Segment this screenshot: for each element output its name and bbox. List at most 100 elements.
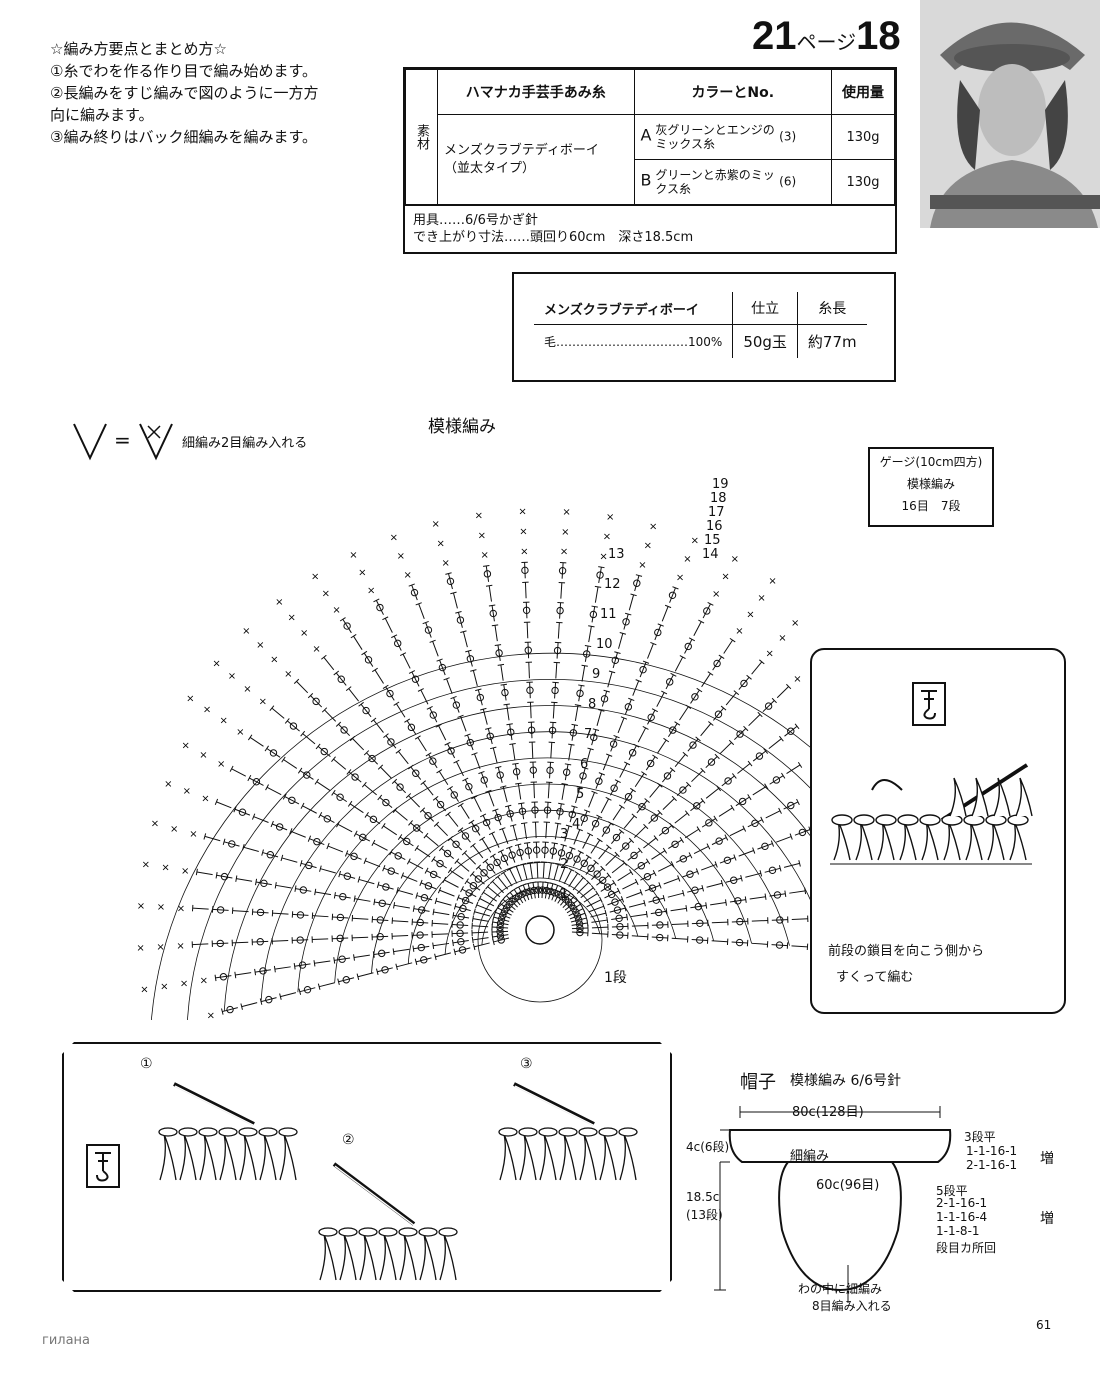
gauge-count: 16目 7段 (901, 499, 961, 513)
svg-text:×: × (765, 649, 773, 660)
svg-text:×: × (480, 550, 488, 561)
step-1-label: ① (140, 1056, 153, 1072)
row-label: 12 (604, 577, 621, 592)
increase-word-2: 増 (1040, 1211, 1054, 1227)
svg-text:×: × (275, 597, 283, 608)
row-label: 8 (588, 697, 596, 712)
hat-schematic (714, 1106, 952, 1303)
center-note-2: 8目編み入れる (812, 1299, 892, 1313)
svg-text:×: × (176, 941, 184, 952)
svg-text:×: × (746, 609, 754, 620)
svg-text:×: × (212, 658, 220, 669)
row-label: 5 (576, 787, 584, 802)
svg-text:×: × (180, 979, 188, 990)
svg-text:×: × (219, 716, 227, 727)
increase-2-a: 2-1-16-1 (936, 1196, 988, 1210)
amount: 130g (831, 114, 895, 160)
band-label: 細編み (790, 1149, 830, 1164)
front-loop-diagram-box: 前段の鎖目を向こう側から すくって編む (810, 648, 1066, 1014)
front-post-symbol-icon (912, 682, 946, 726)
svg-text:×: × (270, 655, 278, 666)
row-label: 7 (584, 727, 592, 742)
svg-text:×: × (228, 671, 236, 682)
svg-text:×: × (157, 902, 165, 913)
svg-text:×: × (712, 589, 720, 600)
row-label: 2 (560, 857, 568, 872)
svg-text:×: × (367, 586, 375, 597)
tools: 用具……6/6号かぎ針 (413, 213, 538, 228)
svg-text:×: × (186, 694, 194, 705)
yarn-length: 約77m (807, 333, 857, 351)
svg-text:×: × (520, 546, 528, 557)
instructions: ☆編み方要点とまとめ方☆ ①糸でわを作る作り目で編み始めます。 ②長編みをすじ編… (50, 38, 380, 148)
svg-text:×: × (217, 759, 225, 770)
increase-word: 増 (1040, 1151, 1054, 1167)
svg-text:×: × (390, 532, 398, 543)
row-label: 4 (572, 817, 580, 832)
increase-2-c: 1-1-8-1 (936, 1224, 980, 1238)
row-label: 19 (712, 477, 729, 492)
svg-text:×: × (189, 829, 197, 840)
row-label: 14 (702, 547, 719, 562)
increase-1-b: 2-1-16-1 (966, 1158, 1018, 1172)
caption-line-2: すくって編む (836, 970, 914, 985)
svg-text:×: × (256, 640, 264, 651)
svg-text:×: × (562, 507, 570, 518)
svg-text:×: × (478, 530, 486, 541)
hat-title: 帽子 (740, 1072, 776, 1093)
row-label: 16 (706, 519, 723, 534)
svg-text:×: × (599, 551, 607, 562)
svg-text:×: × (441, 558, 449, 569)
spec-header-yarn: メンズクラブテディボーイ (534, 292, 734, 325)
legend-equals: = (114, 428, 131, 452)
step-2-illustration (318, 1162, 458, 1281)
svg-text:×: × (793, 674, 801, 685)
hat-subtitle: 模様編み 6/6号針 (790, 1073, 901, 1089)
instructions-title: ☆編み方要点とまとめ方☆ (50, 40, 227, 58)
stitch-illustration (830, 763, 1033, 865)
svg-text:×: × (397, 551, 405, 562)
svg-text:×: × (322, 588, 330, 599)
instruction-step: 向に編みます。 (50, 106, 154, 124)
step-1-illustration (158, 1082, 298, 1181)
svg-text:×: × (757, 593, 765, 604)
svg-text:×: × (791, 618, 799, 629)
svg-text:×: × (243, 684, 251, 695)
svg-text:×: × (778, 633, 786, 644)
fiber-content: 毛……………………………100% (534, 324, 734, 358)
svg-text:×: × (731, 554, 739, 565)
instruction-step: ③編み終りはバック細編みを編みます。 (50, 128, 317, 146)
increase-1-title: 3段平 (964, 1130, 996, 1144)
svg-text:×: × (151, 818, 159, 829)
spec-header-length: 糸長 (818, 301, 847, 317)
step-3-illustration (498, 1082, 638, 1181)
height-rows: (13段) (686, 1208, 723, 1222)
step-3-label: ③ (520, 1056, 533, 1072)
back-loop-diagram-box: ① ② ③ (62, 1042, 672, 1292)
svg-text:×: × (183, 786, 191, 797)
svg-text:×: × (142, 859, 150, 870)
svg-text:×: × (177, 903, 185, 914)
row-label: 11 (600, 607, 617, 622)
yarn-type: （並太タイプ） (444, 160, 536, 176)
svg-text:×: × (560, 547, 568, 558)
svg-text:×: × (156, 942, 164, 953)
svg-text:×: × (236, 727, 244, 738)
svg-text:×: × (432, 519, 440, 530)
put-up: 50g玉 (732, 324, 798, 358)
svg-text:×: × (358, 568, 366, 579)
height-total: 18.5c (686, 1190, 720, 1204)
svg-text:×: × (242, 626, 250, 637)
caption-line-1: 前段の鎖目を向こう側から (828, 944, 985, 959)
svg-text:×: × (606, 512, 614, 523)
svg-text:×: × (259, 697, 267, 708)
svg-text:×: × (603, 532, 611, 543)
svg-text:×: × (136, 943, 144, 954)
color-name: 灰グリーンとエンジのミックス糸 (655, 123, 775, 151)
row-label: 1 (560, 887, 568, 902)
amount: 130g (831, 159, 895, 205)
color-letter: A (640, 125, 652, 145)
svg-text:×: × (691, 535, 699, 546)
row-one-label: 1段 (604, 970, 627, 986)
svg-text:×: × (768, 576, 776, 587)
